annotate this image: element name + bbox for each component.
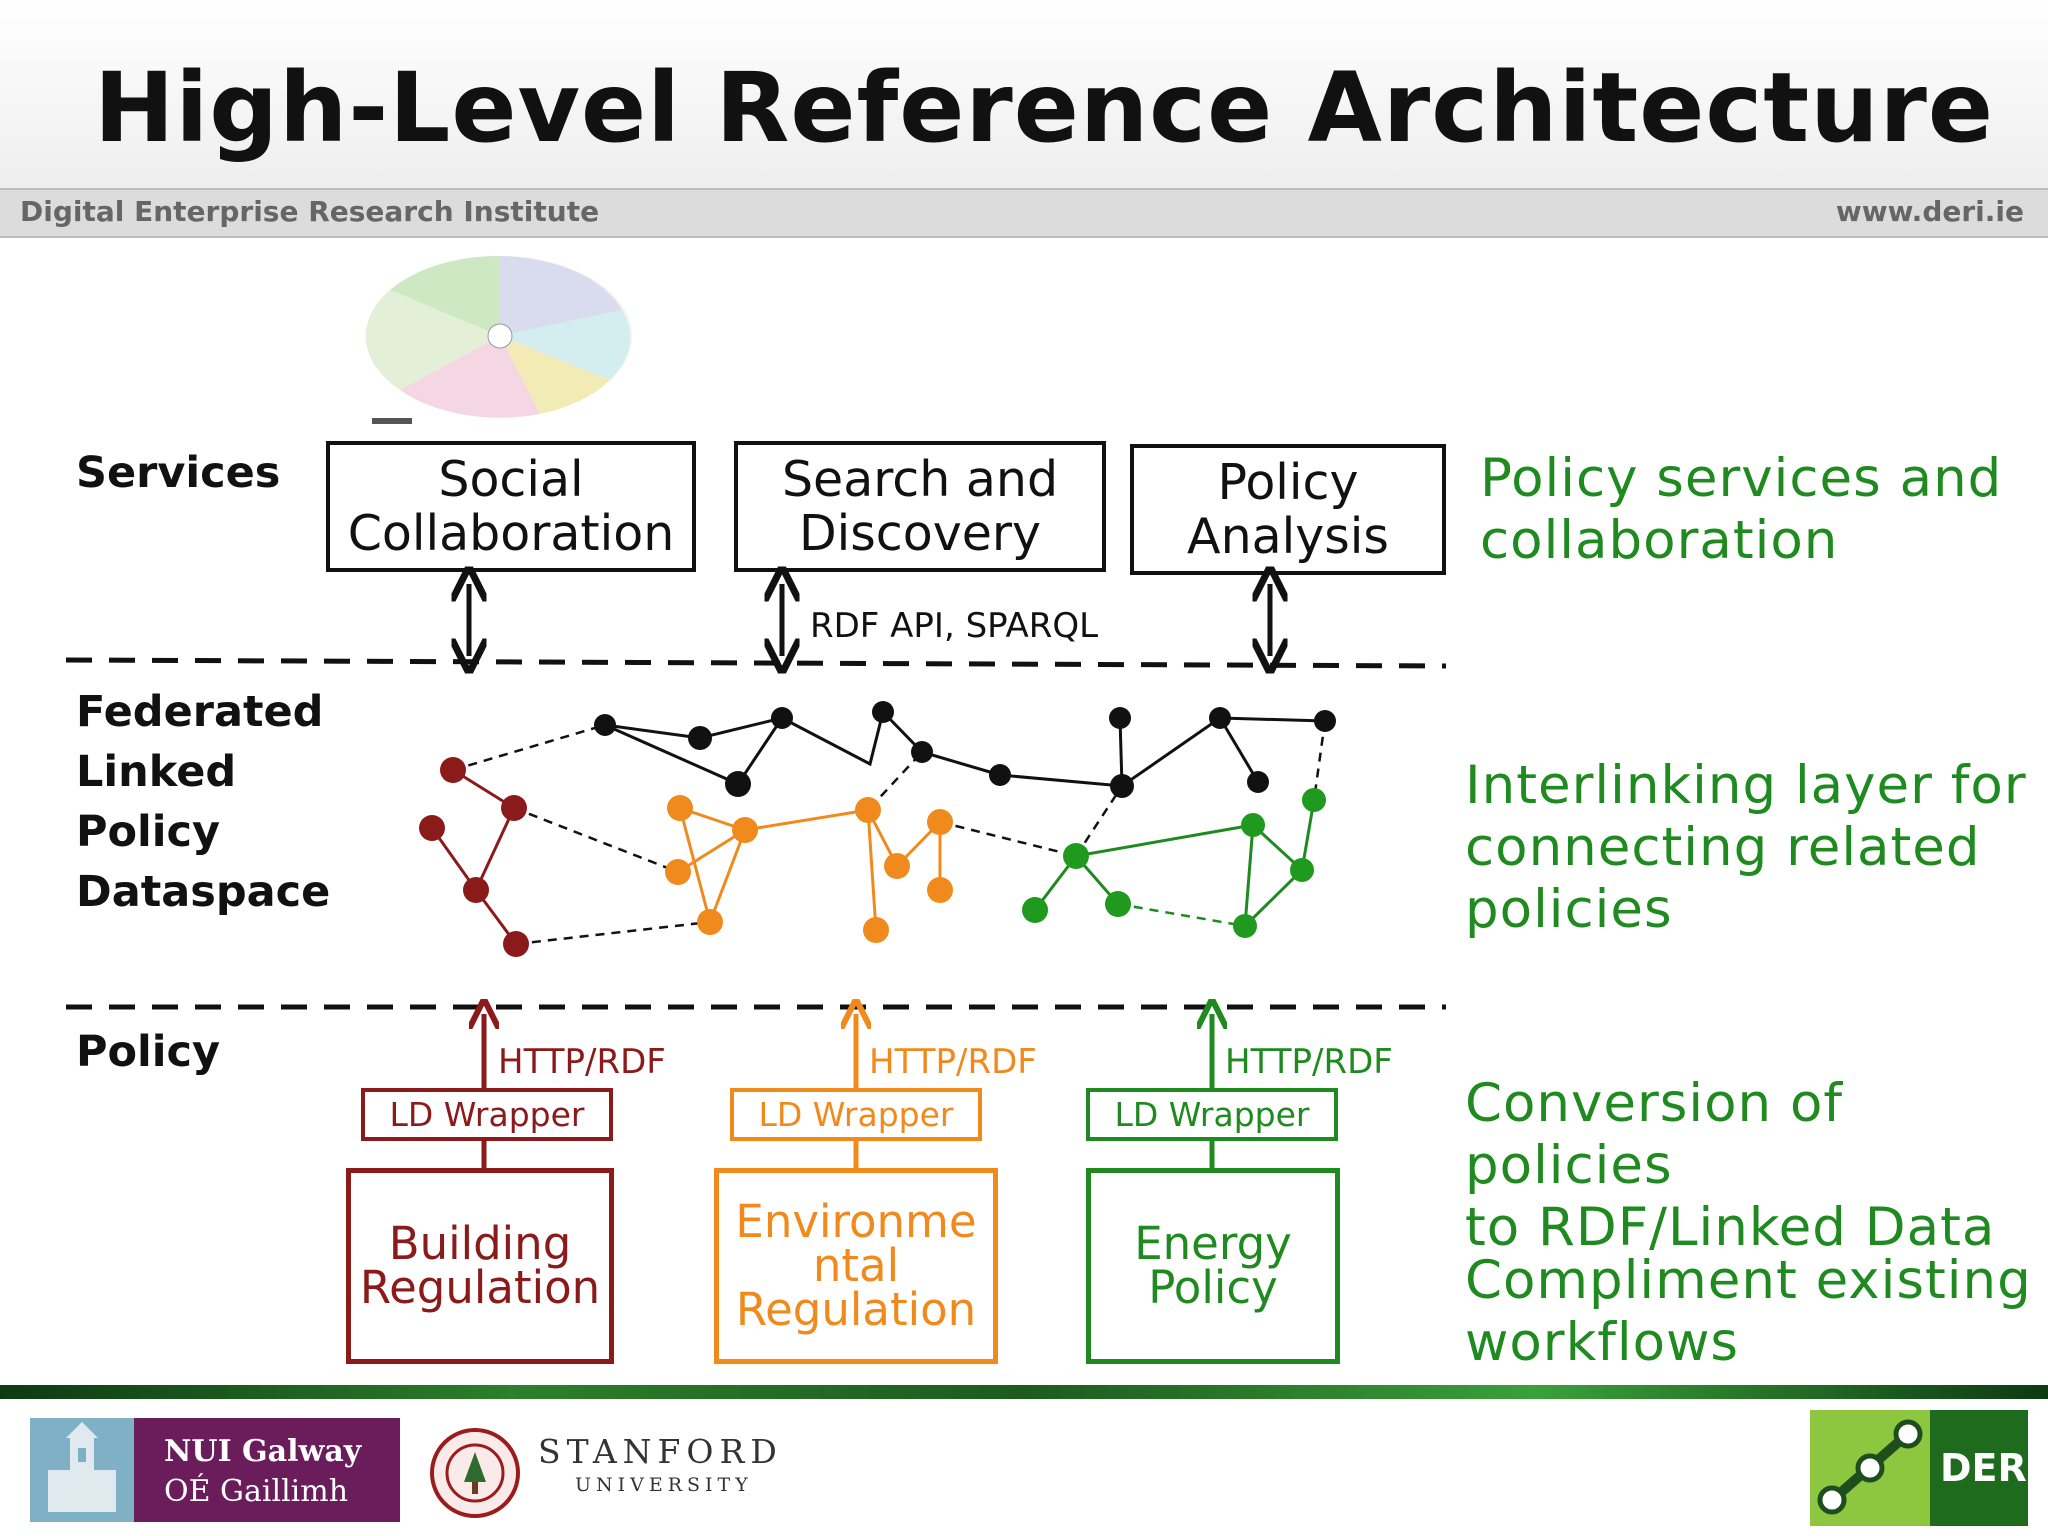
ld-wrapper-building: LD Wrapper: [361, 1088, 613, 1141]
slide-title: High-Level Reference Architecture: [94, 52, 1994, 164]
footer-green-bar: [0, 1385, 2048, 1399]
service-social-collaboration: Social Collaboration: [326, 441, 696, 572]
stanford-name: STANFORD: [538, 1432, 783, 1471]
note-conversion: Conversion of policies to RDF/Linked Dat…: [1465, 1073, 1996, 1258]
institute-name: Digital Enterprise Research Institute: [20, 195, 600, 228]
red-graph-nodes: [419, 757, 529, 957]
ld-wrapper-energy: LD Wrapper: [1086, 1088, 1338, 1141]
layer-label-policy: Policy: [76, 1027, 221, 1077]
service-search-discovery: Search and Discovery: [734, 441, 1106, 572]
note-policy-services: Policy services and collaboration: [1480, 448, 2003, 571]
deri-nodes-icon: [1810, 1410, 1930, 1526]
nui-galway-logo: NUI Galway OÉ Gaillimh: [30, 1418, 400, 1522]
layer-label-dataspace: Federated Linked Policy Dataspace: [76, 687, 331, 917]
linked-data-cloud-image: [365, 255, 632, 424]
stanford-seal-icon: [430, 1428, 520, 1518]
institute-bar: Digital Enterprise Research Institute ww…: [0, 188, 2048, 238]
source-building-regulation: Building Regulation: [346, 1168, 614, 1364]
rdf-api-sparql-label: RDF API, SPARQL: [810, 606, 1099, 646]
separator-services-dataspace: [65, 657, 1447, 669]
note-compliment-workflows: Compliment existing workflows: [1465, 1250, 2032, 1373]
source-environmental-regulation: Environme ntal Regulation: [714, 1168, 998, 1364]
http-rdf-label-environmental: HTTP/RDF: [869, 1042, 1037, 1082]
dashed-links: [452, 720, 1327, 946]
stanford-university: UNIVERSITY: [575, 1474, 753, 1496]
black-graph-nodes: [594, 701, 1336, 798]
green-graph-nodes: [1022, 788, 1326, 938]
note-interlinking-layer: Interlinking layer for connecting relate…: [1465, 755, 2027, 940]
nui-galway-tower-icon: [30, 1418, 134, 1522]
deri-wordmark: DERI: [1940, 1446, 2041, 1490]
ld-wrapper-environmental: LD Wrapper: [730, 1088, 982, 1141]
service-policy-analysis: Policy Analysis: [1130, 444, 1446, 575]
nui-galway-name: NUI Galway: [164, 1434, 362, 1469]
layer-label-services: Services: [76, 448, 281, 498]
http-rdf-label-building: HTTP/RDF: [498, 1042, 666, 1082]
slide-header: High-Level Reference Architecture: [0, 0, 2048, 188]
institute-website: www.deri.ie: [1835, 195, 2024, 228]
source-energy-policy: Energy Policy: [1086, 1168, 1340, 1364]
orange-graph-nodes: [665, 795, 953, 943]
red-graph-edges: [430, 768, 518, 945]
http-rdf-label-energy: HTTP/RDF: [1225, 1042, 1393, 1082]
nui-galway-irish-name: OÉ Gaillimh: [164, 1474, 349, 1509]
deri-logo: DERI: [1810, 1410, 2041, 1526]
